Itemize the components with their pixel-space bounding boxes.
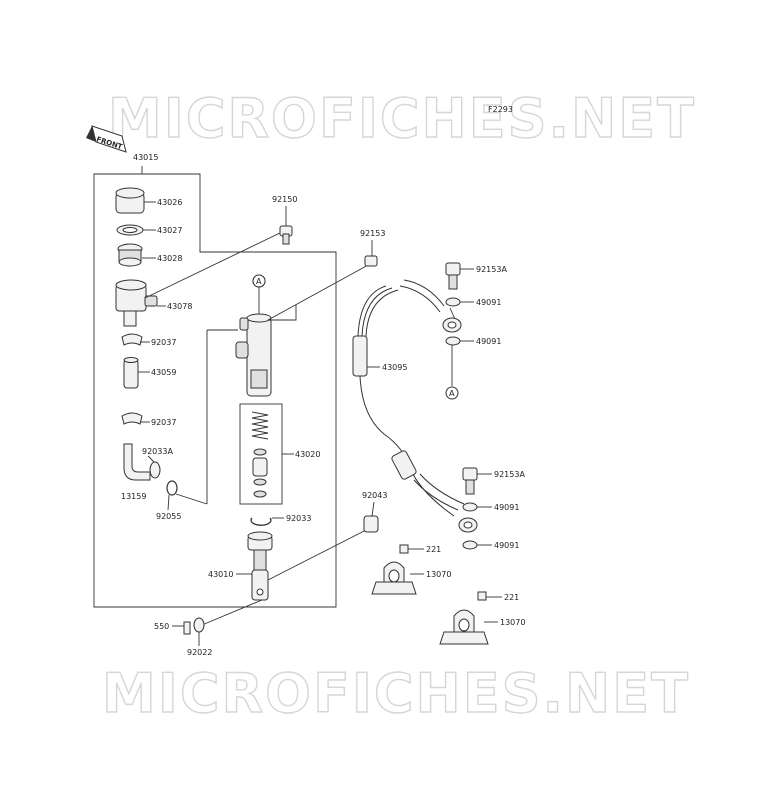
push-rod-43010 xyxy=(247,531,273,601)
clamp-92037-upper xyxy=(121,333,143,346)
callout-92022: 92022 xyxy=(187,648,212,657)
piston-cups xyxy=(252,448,268,498)
callout-13070-a: 13070 xyxy=(426,570,451,579)
screw-221-a xyxy=(399,544,409,554)
hose-43059 xyxy=(123,357,139,389)
bolt-92153 xyxy=(364,255,378,267)
callout-13159: 13159 xyxy=(121,492,146,501)
washer-49091-b xyxy=(445,336,461,346)
reservoir-43078 xyxy=(115,279,158,327)
hose-clamp-13070-a xyxy=(371,561,417,595)
callout-92153A-lower: 92153A xyxy=(494,470,525,479)
inner-bracket xyxy=(206,329,238,504)
pin-550 xyxy=(183,621,191,635)
washer-92022 xyxy=(193,617,205,633)
reference-marker-a-top: A xyxy=(252,274,266,288)
circlip-92033 xyxy=(250,517,272,526)
callout-221-a: 221 xyxy=(426,545,441,554)
callout-92150: 92150 xyxy=(272,195,297,204)
watermark-top: MICROFICHES.NET xyxy=(108,87,696,150)
bolt-92150 xyxy=(279,225,293,245)
callout-92153: 92153 xyxy=(360,229,385,238)
callout-49091-b: 49091 xyxy=(476,337,501,346)
callout-43026: 43026 xyxy=(157,198,182,207)
callout-92153A-upper: 92153A xyxy=(476,265,507,274)
callout-43095: 43095 xyxy=(382,363,407,372)
callout-43028: 43028 xyxy=(157,254,182,263)
brake-hose-43095 xyxy=(352,279,465,517)
callout-43027: 43027 xyxy=(157,226,182,235)
reservoir-cap-43026 xyxy=(115,187,145,214)
leader-92043-line xyxy=(267,527,371,581)
callout-49091-a: 49091 xyxy=(476,298,501,307)
pin-92043 xyxy=(363,515,379,533)
callout-49091-d: 49091 xyxy=(494,541,519,550)
diaphragm-plate-43027 xyxy=(116,224,144,236)
callout-92033A: 92033A xyxy=(142,447,173,456)
callout-92033: 92033 xyxy=(286,514,311,523)
washer-49091-a xyxy=(445,297,461,307)
callout-221-b: 221 xyxy=(504,593,519,602)
o-ring-92055 xyxy=(166,480,178,496)
leader-92150-line xyxy=(144,231,283,299)
leader-92055-bracket xyxy=(175,493,208,505)
watermark-bottom: MICROFICHES.NET xyxy=(102,662,690,725)
callout-43010: 43010 xyxy=(208,570,233,579)
clamp-92037-lower xyxy=(121,412,143,425)
figure-code: F2293 xyxy=(488,105,513,114)
washer-49091-d xyxy=(462,540,478,550)
callout-43059: 43059 xyxy=(151,368,176,377)
hose-clamp-13070-b xyxy=(439,609,489,645)
o-ring-92033A xyxy=(149,461,161,479)
banjo-eye-upper xyxy=(442,317,462,333)
diaphragm-43028 xyxy=(117,243,143,267)
callout-43078: 43078 xyxy=(167,302,192,311)
reference-marker-a-right: A xyxy=(445,386,459,400)
callout-43020: 43020 xyxy=(295,450,320,459)
master-cylinder-body xyxy=(235,274,272,397)
screw-221-b xyxy=(477,591,487,601)
callout-49091-c: 49091 xyxy=(494,503,519,512)
banjo-bolt-92153A-lower xyxy=(462,467,478,495)
banjo-eye-lower xyxy=(458,517,478,533)
leader-92153-line xyxy=(267,263,371,321)
assembly-outline xyxy=(93,173,337,608)
washer-49091-c xyxy=(462,502,478,512)
callout-92037-upper: 92037 xyxy=(151,338,176,347)
callout-92043: 92043 xyxy=(362,491,387,500)
callout-13070-b: 13070 xyxy=(500,618,525,627)
callout-92037-lower: 92037 xyxy=(151,418,176,427)
callout-92055: 92055 xyxy=(156,512,181,521)
marker-a-top-label: A xyxy=(256,277,262,286)
banjo-bolt-92153A-upper xyxy=(445,262,461,290)
piston-spring xyxy=(251,411,269,440)
marker-a-right-label: A xyxy=(449,389,455,398)
callout-550: 550 xyxy=(154,622,169,631)
callout-43015: 43015 xyxy=(133,153,158,162)
